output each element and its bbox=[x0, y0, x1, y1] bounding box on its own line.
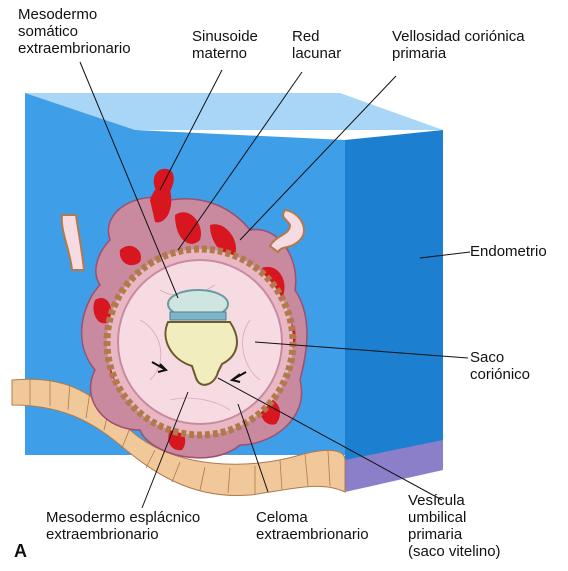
endometrium-side-face bbox=[345, 130, 443, 480]
embryonic-disc bbox=[170, 312, 226, 320]
label-endometrio: Endometrio bbox=[470, 243, 547, 260]
panel-letter: A bbox=[14, 541, 27, 562]
